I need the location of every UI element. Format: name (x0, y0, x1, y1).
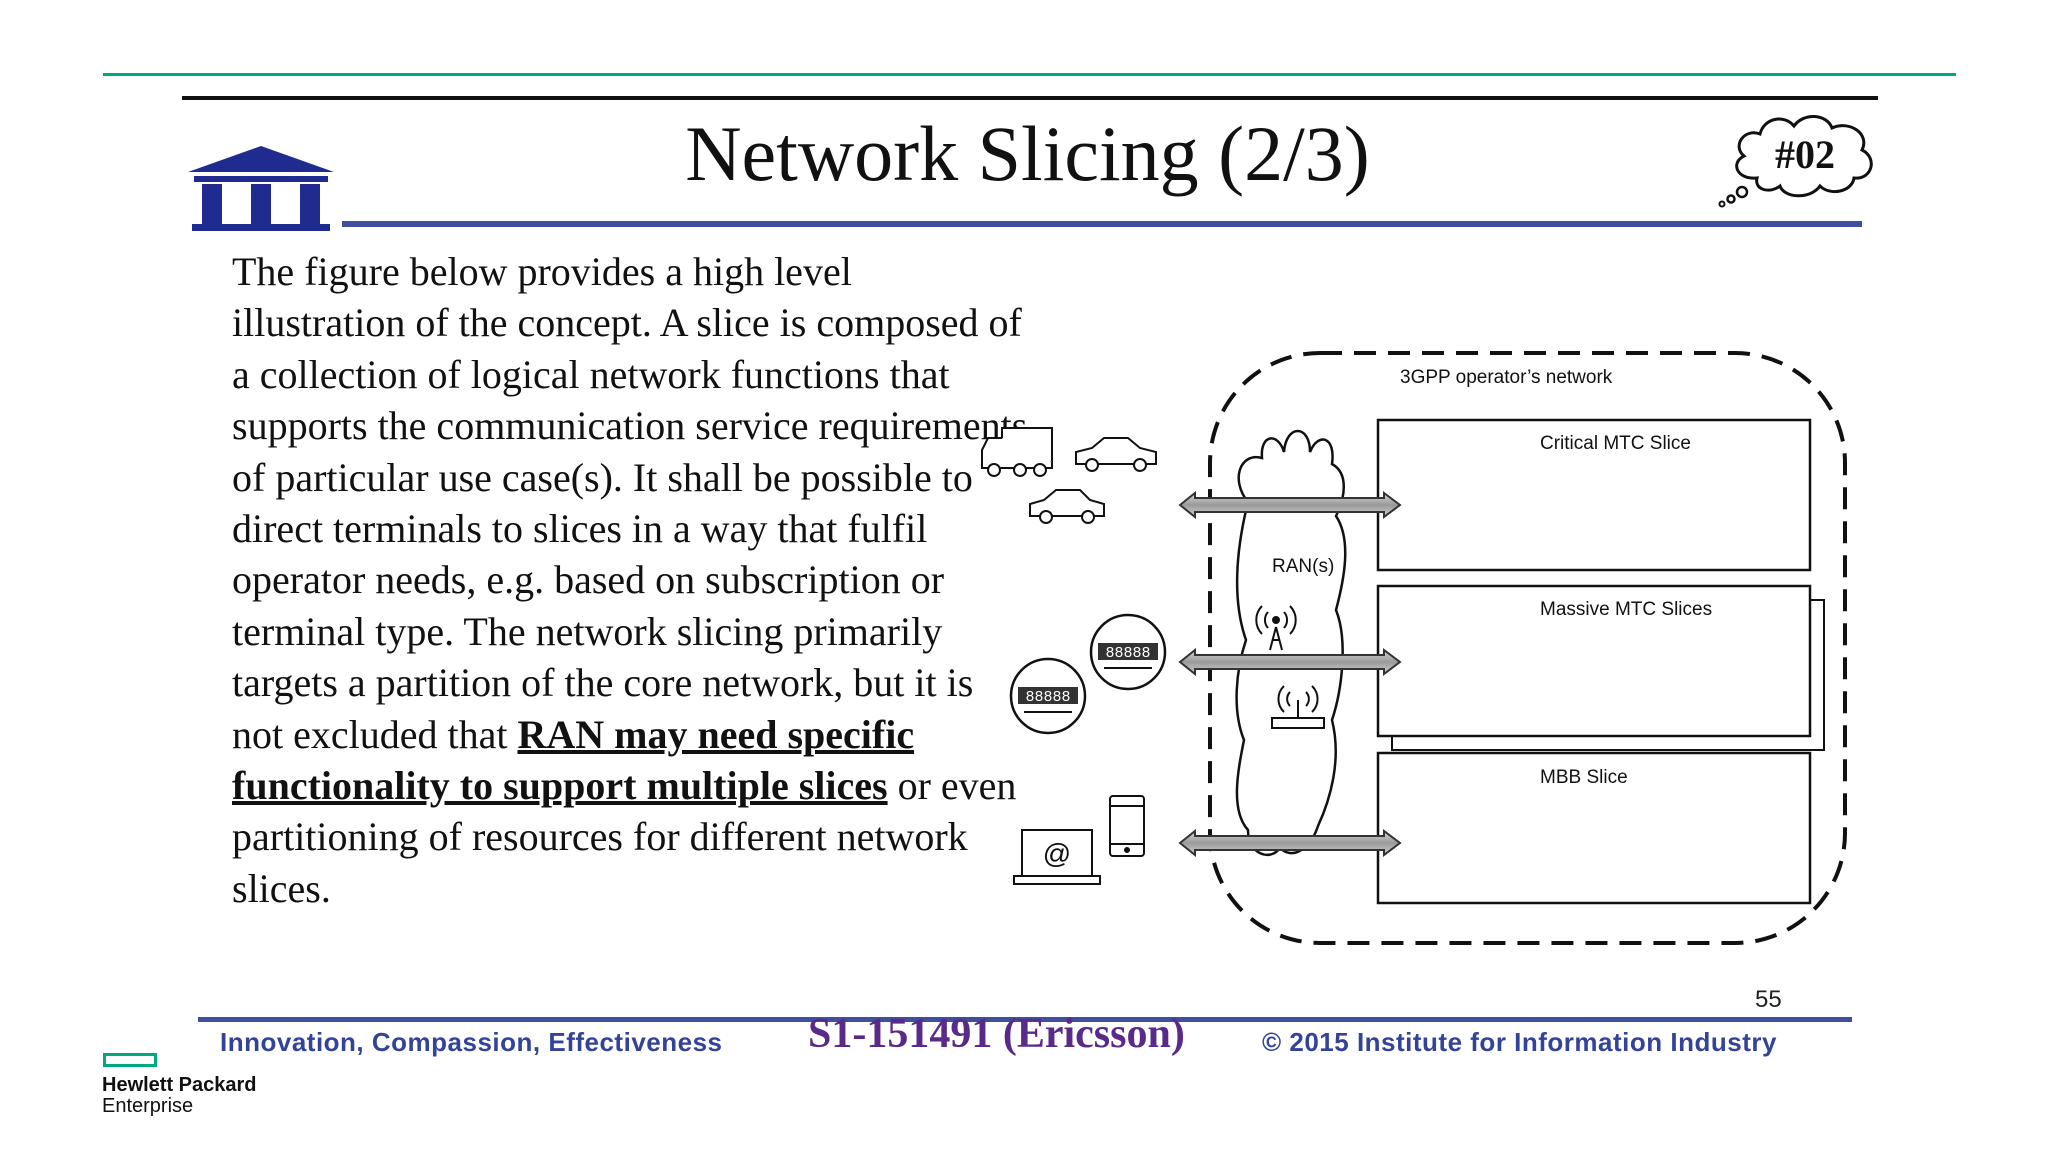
arrow-critical-mtc (1178, 490, 1402, 520)
body-text-outro: or even partitioning of resources for di… (232, 763, 1017, 911)
smartphone-icon (1109, 795, 1145, 857)
email-symbol: @ (1043, 838, 1071, 869)
slice-arrows (1178, 490, 1402, 858)
laptop-icon: @ (1013, 829, 1101, 885)
slice-box-massive-mtc (1376, 584, 1812, 738)
brand-name: Hewlett Packard (102, 1074, 257, 1096)
meter-reading: 88888 (1025, 689, 1070, 706)
hpe-logo-icon (103, 1053, 157, 1067)
ran-cloud (1235, 430, 1347, 857)
router-icon (1271, 685, 1325, 729)
operator-network-label: 3GPP operator’s network (1400, 367, 1613, 388)
footer-motto: Innovation, Compassion, Effectiveness (220, 1027, 723, 1057)
car-icon (1029, 489, 1105, 524)
car-icon (1075, 437, 1157, 472)
ran-label: RAN(s) (1272, 556, 1334, 577)
brand-subname: Enterprise (102, 1095, 194, 1117)
slice-label-massive-mtc: Massive MTC Slices (1540, 599, 1712, 620)
truck-icon (981, 427, 1053, 477)
slice-box-mbb (1376, 751, 1812, 905)
network-slicing-diagram: 3GPP operator’s network Critical MTC Sli… (981, 351, 1847, 945)
smart-meter-icon: 88888 (1009, 657, 1087, 735)
slide-badge: #02 (1775, 132, 1835, 177)
title-underline (342, 221, 1862, 227)
operator-network-boundary (1208, 351, 1847, 945)
arrow-mbb (1178, 828, 1402, 858)
slide-top-rule (182, 96, 1878, 100)
slice-box-critical-mtc (1376, 418, 1812, 572)
top-accent-rule (103, 73, 1956, 76)
arrow-massive-mtc (1178, 647, 1402, 677)
slice-label-mbb: MBB Slice (1540, 767, 1628, 788)
body-text-highlight: RAN may need specific functionality to s… (232, 711, 915, 809)
page-number: 55 (1755, 986, 1782, 1013)
footer-source: S1-151491 (Ericsson) (808, 1011, 1185, 1057)
smart-meter-icon: 88888 (1089, 613, 1167, 691)
footer-copyright: © 2015 Institute for Information Industr… (1262, 1027, 1777, 1057)
slice-label-critical-mtc: Critical MTC Slice (1540, 433, 1691, 454)
institute-logo-icon (188, 146, 334, 231)
slide-title: Network Slicing (2/3) (685, 110, 1370, 197)
cell-tower-icon (1255, 605, 1297, 651)
meter-reading: 88888 (1105, 645, 1150, 662)
footer-rule (198, 1017, 1852, 1022)
thought-bubble-icon: #02 (1718, 115, 1873, 208)
body-text-intro: The figure below provides a high level i… (232, 249, 1028, 757)
slide-body-text: The figure below provides a high level i… (232, 246, 1032, 914)
